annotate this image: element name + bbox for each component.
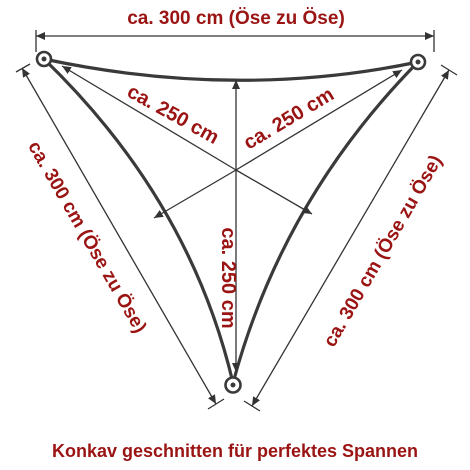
left-top-extension-tick xyxy=(15,63,31,73)
sail-top-edge xyxy=(43,57,419,82)
right-dimension-line xyxy=(251,69,450,407)
caption: Konkav geschnitten für perfektes Spannen xyxy=(52,441,418,461)
inner-right-down-line xyxy=(235,169,313,215)
left-dimension-line xyxy=(21,67,217,405)
inner-left-label: ca. 250 cm xyxy=(123,81,222,149)
left-bottom-extension-tick xyxy=(207,398,225,410)
sail-left-edge xyxy=(42,57,235,384)
grommet-top-right xyxy=(409,53,427,71)
inner-left-up-line xyxy=(61,65,237,171)
inner-right-label: ca. 250 cm xyxy=(240,83,338,154)
right-top-extension-tick xyxy=(440,64,458,76)
right-bottom-extension-tick xyxy=(243,400,261,412)
grommet-top-left xyxy=(35,50,53,68)
left-edge-label: ca. 300 cm (Öse zu Öse) xyxy=(23,138,150,337)
top-edge-label: ca. 300 cm (Öse zu Öse) xyxy=(127,8,345,29)
inner-vertical-label: ca. 250 cm xyxy=(217,227,239,328)
inner-left-down-line xyxy=(153,169,237,219)
grommet-bottom xyxy=(224,376,242,394)
inner-right-up-line xyxy=(235,69,403,171)
